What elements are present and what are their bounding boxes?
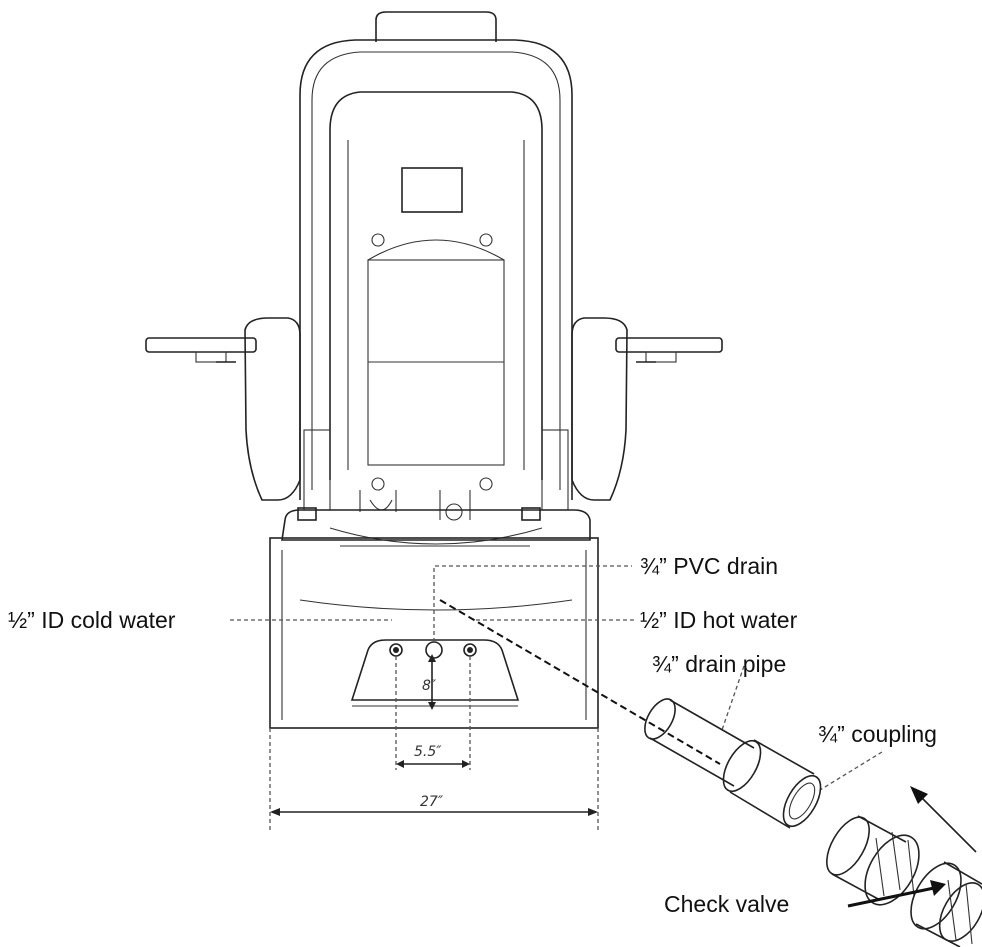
flow-arrow: [919, 795, 977, 853]
check-valve-pointer: [847, 886, 935, 908]
backrest-outer: [299, 39, 573, 500]
drain-pipe: [649, 699, 755, 787]
dim-width: 27″: [420, 794, 444, 810]
headrest: [375, 11, 497, 42]
label-drain-pipe: ¾” drain pipe: [652, 651, 786, 677]
label-check-valve: Check valve: [664, 891, 789, 917]
right-tray: [615, 337, 723, 353]
dim-spacing: 5.5″: [414, 744, 442, 760]
leader-lines: [230, 565, 883, 791]
base-box: [269, 537, 599, 729]
dimension-lines: [269, 654, 599, 830]
coupling: [729, 739, 815, 829]
drain-pipe-assembly: [644, 698, 982, 947]
check-valve: [826, 815, 982, 947]
label-hot-water: ½” ID hot water: [640, 607, 798, 633]
drain-route: [439, 599, 721, 765]
left-armrest: [244, 317, 301, 501]
label-pvc-drain: ¾” PVC drain: [640, 553, 778, 579]
right-armrest: [571, 317, 628, 501]
base-opening: [350, 639, 520, 701]
dim-height: 8″: [422, 678, 437, 694]
chair-base: [269, 537, 599, 729]
pedicure-chair: [145, 11, 723, 547]
back-cushion: [329, 91, 543, 480]
seat-band: [281, 509, 591, 541]
label-cold-water: ½” ID cold water: [8, 607, 176, 633]
drain-fitting: [425, 641, 443, 659]
label-coupling: ¾” coupling: [818, 721, 937, 747]
left-tray: [145, 337, 257, 353]
back-window: [401, 167, 463, 213]
